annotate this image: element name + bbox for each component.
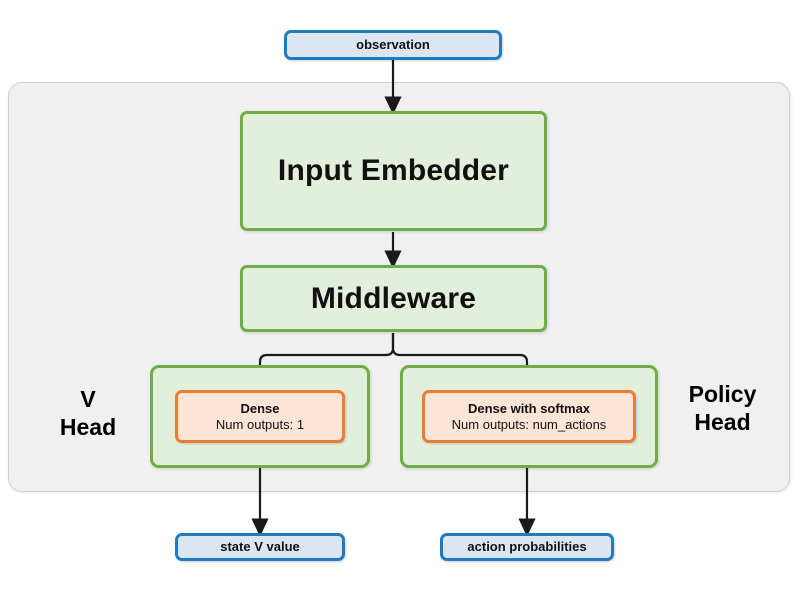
node-dense-value[interactable]: Dense Num outputs: 1 bbox=[175, 390, 345, 443]
node-dense-policy[interactable]: Dense with softmax Num outputs: num_acti… bbox=[422, 390, 636, 443]
node-middleware[interactable]: Middleware bbox=[240, 265, 547, 332]
caption-policy-head-line2: Head bbox=[694, 409, 751, 436]
node-action-probabilities[interactable]: action probabilities bbox=[440, 533, 614, 561]
caption-v-head-line1: V bbox=[80, 386, 96, 412]
caption-v-head: V Head bbox=[38, 385, 138, 441]
node-state-v-value-label: state V value bbox=[220, 539, 300, 555]
node-input-embedder[interactable]: Input Embedder bbox=[240, 111, 547, 231]
node-dense-value-subtitle: Num outputs: 1 bbox=[215, 416, 305, 432]
caption-policy-head-line1: Policy bbox=[688, 381, 757, 407]
node-dense-policy-subtitle: Num outputs: num_actions bbox=[451, 416, 607, 432]
caption-v-head-line2: Head bbox=[59, 414, 117, 441]
node-middleware-label: Middleware bbox=[310, 281, 477, 315]
node-action-probabilities-label: action probabilities bbox=[467, 539, 587, 555]
node-observation[interactable]: observation bbox=[284, 30, 502, 60]
caption-policy-head: Policy Head bbox=[665, 380, 780, 436]
node-input-embedder-label: Input Embedder bbox=[277, 154, 510, 188]
node-state-v-value[interactable]: state V value bbox=[175, 533, 345, 561]
node-dense-policy-title: Dense with softmax bbox=[467, 401, 591, 417]
node-dense-value-title: Dense bbox=[240, 401, 280, 417]
node-observation-label: observation bbox=[356, 37, 430, 53]
